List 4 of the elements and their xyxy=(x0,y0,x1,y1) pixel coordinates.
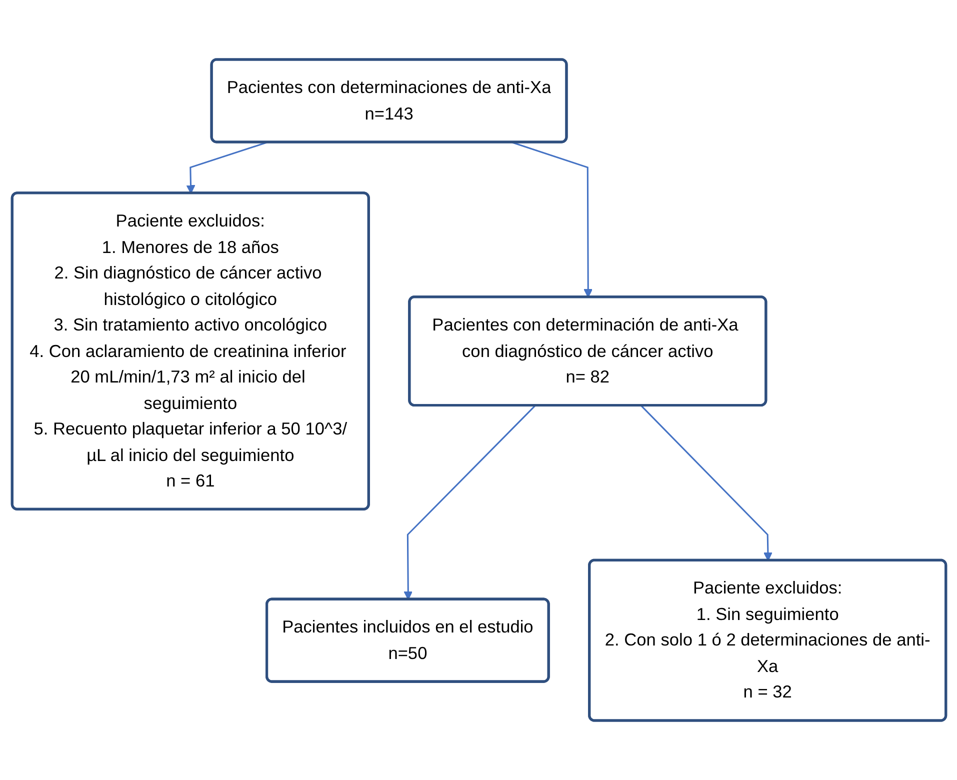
arrow xyxy=(186,142,266,194)
arrow xyxy=(640,405,772,562)
arrow xyxy=(512,142,592,298)
arrow xyxy=(403,405,536,600)
